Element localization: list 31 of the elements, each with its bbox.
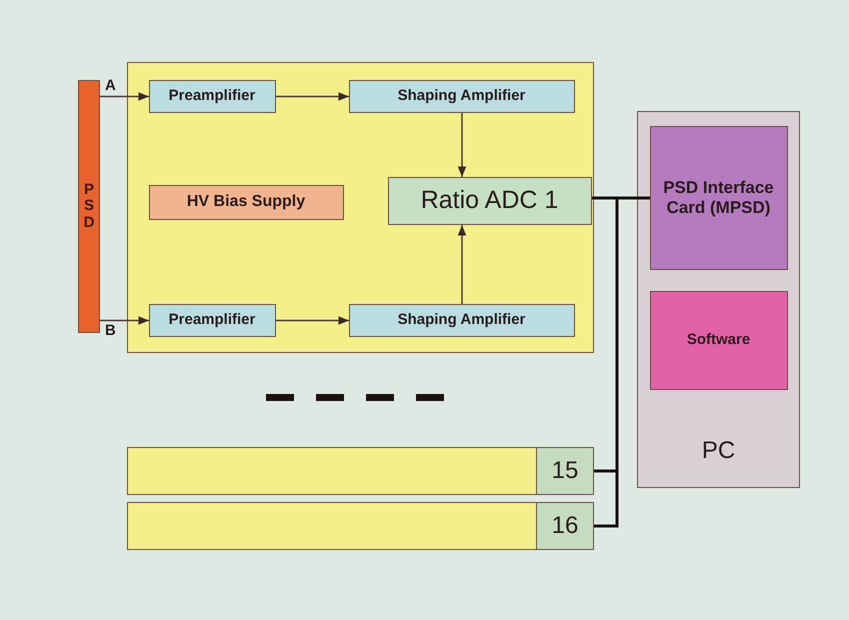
detector-bar xyxy=(78,80,100,333)
box-label: Ratio ADC 1 xyxy=(420,186,560,215)
process-box xyxy=(348,80,574,112)
process-box xyxy=(388,176,592,224)
process-box xyxy=(148,80,276,112)
channel-number: 16 xyxy=(536,503,593,549)
connector-arrow xyxy=(458,225,466,304)
module-bar xyxy=(127,447,594,495)
box-label: Preamplifier xyxy=(168,87,256,105)
box-label: Shaping Amplifier xyxy=(396,311,526,329)
computer-box xyxy=(637,111,800,488)
process-box xyxy=(348,304,574,336)
box-label: Shaping Amplifier xyxy=(396,87,526,105)
connector-arrow xyxy=(276,92,349,101)
process-box xyxy=(148,184,344,220)
channel-number: 15 xyxy=(536,448,593,494)
box-label: Software xyxy=(686,331,752,349)
electronics-module-panel xyxy=(127,62,594,353)
vertical-label: PSD xyxy=(82,182,96,232)
process-box xyxy=(650,290,788,390)
connector-arrow xyxy=(100,92,149,101)
process-box xyxy=(148,304,276,336)
box-label: PSD Interface Card (MPSD) xyxy=(662,178,775,218)
box-label: Preamplifier xyxy=(168,311,256,329)
connector-arrow xyxy=(458,113,466,177)
module-bar xyxy=(127,502,594,550)
connector-arrow xyxy=(100,316,149,325)
process-box xyxy=(650,126,788,270)
computer-label: PC xyxy=(700,437,736,465)
box-label: HV Bias Supply xyxy=(186,192,306,212)
connector-arrow xyxy=(276,316,349,325)
